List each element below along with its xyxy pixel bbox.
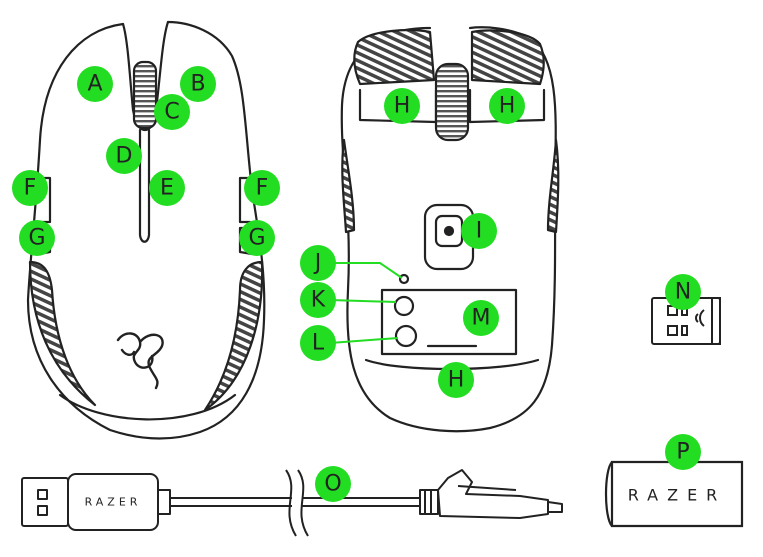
scroll-wheel-top: [134, 62, 156, 128]
callout-e: E: [149, 170, 185, 206]
callout-a: A: [77, 66, 113, 102]
profile-indicator-led: [400, 275, 408, 283]
cable-wire-right: [302, 498, 420, 506]
profile-button: [395, 297, 413, 315]
callout-label: G: [248, 226, 265, 251]
left-top-mouse-foot: [354, 30, 434, 84]
callout-c: C: [154, 94, 190, 130]
callout-label: C: [164, 100, 179, 125]
callout-label: L: [312, 331, 325, 356]
callout-label: F: [256, 176, 269, 201]
callout-label: J: [313, 251, 322, 276]
bottom-left-side-grip: [342, 140, 354, 232]
callout-f-left: F: [12, 170, 48, 206]
callout-label: E: [160, 176, 174, 201]
callout-d: D: [106, 138, 142, 174]
callout-g-right: G: [239, 220, 275, 256]
mouse-connector: [438, 470, 548, 518]
sensor-lens: [445, 227, 453, 235]
mouse-top-view: [28, 22, 264, 439]
scroll-wheel-bottom: [436, 64, 468, 140]
callout-label: M: [472, 306, 491, 331]
leader-lines: [330, 263, 402, 343]
callout-k: K: [300, 282, 336, 318]
usb-a-plug: [22, 478, 68, 526]
housing-strain-relief: [158, 490, 170, 514]
cable-wire-left: [170, 498, 292, 506]
callout-label: H: [448, 368, 465, 393]
callout-label: D: [116, 144, 133, 169]
callout-label: A: [87, 72, 102, 97]
callout-label: G: [28, 226, 45, 251]
right-top-mouse-foot: [472, 31, 544, 85]
razer-logo-icon: [118, 333, 163, 388]
callout-m: M: [463, 300, 499, 336]
callout-f-right: F: [244, 170, 280, 206]
leader-line-l: [330, 338, 398, 343]
callout-p: P: [665, 434, 701, 470]
cable-break-mark: [286, 470, 308, 536]
callout-o: O: [315, 466, 351, 502]
leader-line-k: [330, 300, 396, 302]
dongle-contact-4: [682, 326, 687, 335]
callout-h-top-right: H: [489, 88, 525, 124]
leader-line-j: [330, 263, 402, 278]
dongle-cap: [712, 298, 720, 344]
callout-label: N: [675, 280, 691, 305]
callout-b: B: [180, 66, 216, 102]
bottom-right-side-grip: [548, 140, 558, 232]
callout-label: I: [476, 219, 483, 244]
center-strip: [140, 130, 149, 242]
callout-g-left: G: [19, 220, 55, 256]
wireless-icon: [696, 310, 704, 326]
callout-h-bottom: H: [438, 362, 474, 398]
callout-l: L: [300, 325, 336, 361]
power-switch: [396, 326, 416, 346]
callout-label: B: [190, 72, 205, 97]
callout-label: F: [24, 176, 37, 201]
left-grip: [30, 262, 95, 405]
cable-ridged-collar: [420, 490, 438, 514]
callout-label: P: [676, 440, 689, 465]
callout-n: N: [665, 274, 701, 310]
usb-plug-contact-2: [38, 506, 47, 515]
right-grip: [205, 262, 262, 410]
callout-label: O: [324, 472, 341, 497]
callout-label: K: [311, 288, 326, 313]
callout-i: I: [461, 213, 497, 249]
callout-h-top-left: H: [384, 88, 420, 124]
callout-label: H: [394, 94, 411, 119]
connector-tip: [548, 502, 562, 512]
adapter-brand-text: RAZER: [628, 486, 727, 505]
cable-brand-text: RAZER: [85, 496, 142, 509]
callout-j: J: [300, 245, 336, 281]
usb-plug-contact-1: [38, 490, 47, 499]
callout-label: H: [499, 94, 516, 119]
dongle-contact-3: [668, 326, 677, 335]
